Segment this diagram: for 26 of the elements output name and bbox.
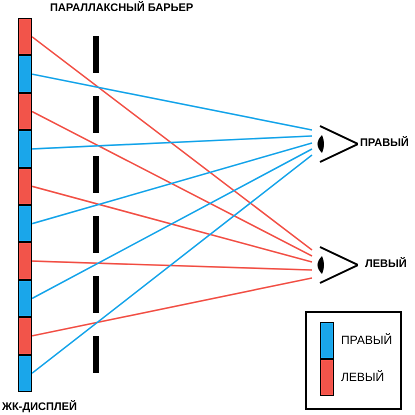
pixel-column xyxy=(18,55,32,93)
light-ray-line xyxy=(32,110,312,257)
pixel-column xyxy=(18,130,32,168)
light-ray-line xyxy=(32,73,312,131)
pixel-column xyxy=(18,168,32,205)
pixel-column xyxy=(18,92,32,130)
light-ray-line xyxy=(32,186,312,263)
display-caption: ЖК-ДИСПЛЕЙ xyxy=(2,401,77,414)
pixel-column xyxy=(18,242,32,280)
light-ray-line xyxy=(32,36,312,251)
light-ray-line xyxy=(32,154,312,374)
light-ray-line xyxy=(32,260,312,271)
legend-label: ЛЕВЫЙ xyxy=(341,370,384,384)
light-ray-line xyxy=(32,148,312,300)
barrier-caption: ПАРАЛЛАКСНЫЙ БАРЬЕР xyxy=(50,2,194,15)
light-ray-line xyxy=(32,135,312,150)
light-ray-line xyxy=(32,142,312,224)
pixel-column xyxy=(18,317,32,355)
pixel-column xyxy=(18,18,32,56)
legend-label: ПРАВЫЙ xyxy=(341,334,392,346)
pixel-column xyxy=(18,205,32,242)
pixel-column xyxy=(18,280,32,318)
pixel-column xyxy=(18,354,32,392)
eye-label: ЛЕВЫЙ xyxy=(365,258,407,271)
light-ray-line xyxy=(32,277,312,337)
eye-label: ПРАВЫЙ xyxy=(360,137,409,150)
